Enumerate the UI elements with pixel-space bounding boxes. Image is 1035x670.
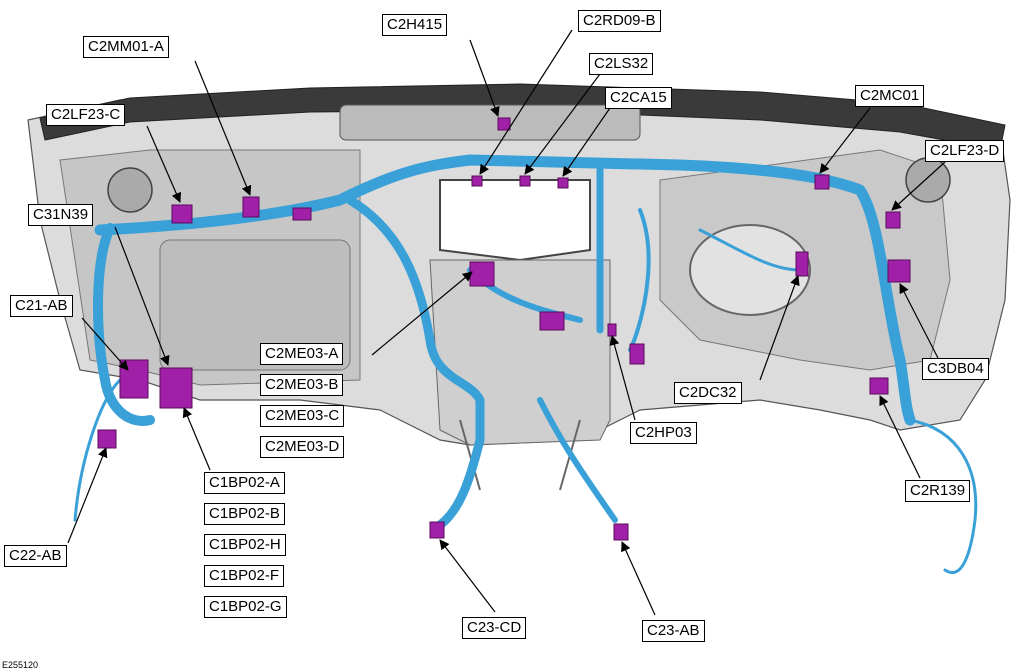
callout-c23-ab: C23-AB [642,620,705,642]
callout-c2me03-a: C2ME03-A [260,343,344,365]
callout-c2rd09-b: C2RD09-B [578,10,661,32]
callout-c2r139: C2R139 [905,480,971,502]
callout-c1bp02-b: C1BP02-B [204,503,285,525]
callout-c21-ab: C21-AB [10,295,73,317]
callout-c1bp02-a: C1BP02-A [204,472,285,494]
callout-c2hp03: C2HP03 [630,422,697,444]
callout-c2me03-c: C2ME03-C [260,405,345,427]
callout-c22-ab: C22-AB [4,545,67,567]
callout-c2ca15: C2CA15 [605,87,672,109]
callout-c1bp02-f: C1BP02-F [204,565,285,587]
dashboard-body [27,83,1011,491]
callout-c23-cd: C23-CD [462,617,527,639]
callout-c2dc32: C2DC32 [674,382,742,404]
callout-c31n39: C31N39 [28,204,94,226]
wiring-harness [73,154,978,574]
callout-c2me03-d: C2ME03-D [260,436,345,458]
callout-c2ls32: C2LS32 [589,53,654,75]
callout-c2mc01: C2MC01 [855,85,925,107]
callout-c2me03-b: C2ME03-B [260,374,344,396]
callout-c2mm01-a: C2MM01-A [83,36,169,58]
callout-c1bp02-h: C1BP02-H [204,534,286,556]
callout-c2h415: C2H415 [382,14,448,36]
leader-lines [67,29,946,616]
callout-c2lf23-d: C2LF23-D [925,140,1005,162]
callout-c1bp02-g: C1BP02-G [204,596,287,618]
figure-id: E255120 [2,660,39,670]
callout-c3db04: C3DB04 [922,358,989,380]
callout-c2lf23-c: C2LF23-C [46,104,126,126]
